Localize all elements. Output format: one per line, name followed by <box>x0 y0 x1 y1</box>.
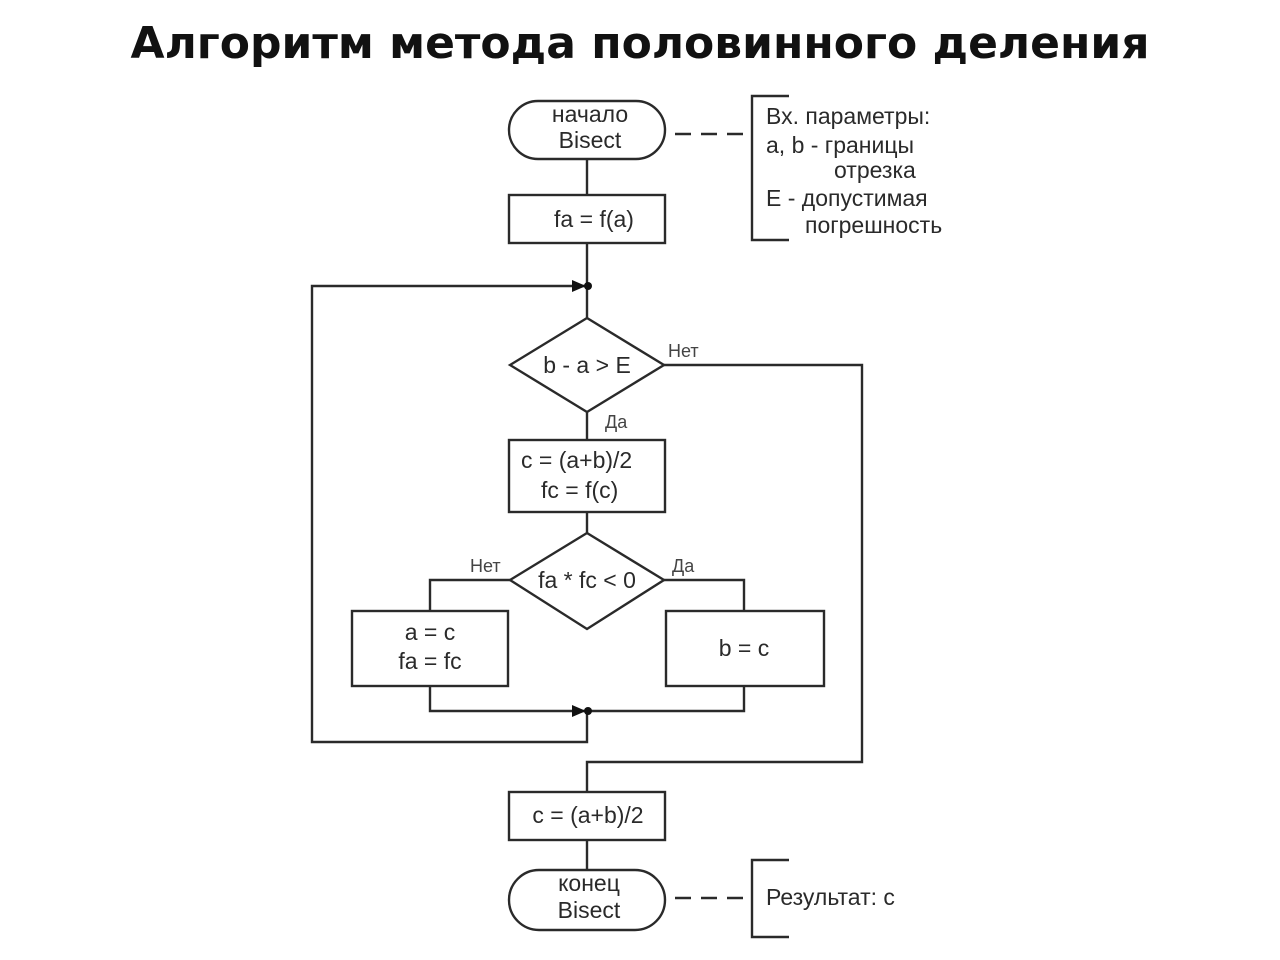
init-process: fa = f(a) <box>507 193 667 245</box>
input-comment: Вх. параметры: a, b - границы отрезка E … <box>675 94 942 242</box>
output-comment-bracket <box>750 858 789 939</box>
connectors <box>310 160 864 870</box>
compute-label-line2: fc = f(c) <box>541 477 618 503</box>
start-terminator: начало Bisect <box>507 99 667 161</box>
end-terminator: конец Bisect <box>507 868 667 932</box>
condition-no-label: Нет <box>668 341 699 361</box>
end-label-line1: конец <box>558 870 620 896</box>
condition-label: b - a > E <box>543 352 631 378</box>
sign-check-decision: fa * fc < 0 <box>507 531 667 631</box>
final-label: c = (a+b)/2 <box>532 802 643 828</box>
start-label-line2: Bisect <box>559 127 622 153</box>
condition-decision: b - a > E <box>507 316 667 414</box>
start-label-line1: начало <box>552 101 628 127</box>
compute-process: c = (a+b)/2 fc = f(c) <box>507 438 667 514</box>
connector-loop-back <box>310 284 589 744</box>
sign-yes-label: Да <box>672 556 695 576</box>
sign-no-label: Нет <box>470 556 501 576</box>
condition-yes-label: Да <box>605 412 628 432</box>
input-comment-line1: Вх. параметры: <box>766 103 930 129</box>
slide-title: Алгоритм метода половинного деления <box>130 18 1150 69</box>
input-comment-bracket <box>750 94 789 242</box>
connector-sign-no-branch <box>428 578 511 611</box>
branch-yes-process: b = c <box>664 609 826 688</box>
output-comment-text: Результат: с <box>766 884 895 910</box>
sign-check-label: fa * fc < 0 <box>538 567 636 593</box>
connector-branch-yes-merge <box>587 686 746 713</box>
junction-dot-icon <box>584 282 592 290</box>
final-process: c = (a+b)/2 <box>507 790 667 842</box>
compute-label-line1: c = (a+b)/2 <box>521 447 632 473</box>
branch-no-label-line1: a = c <box>405 619 456 645</box>
merge-arrow-icon <box>572 705 586 717</box>
merge-point-bottom <box>572 705 592 717</box>
end-label-line2: Bisect <box>558 897 621 923</box>
branch-no-label-line2: fa = fc <box>398 648 461 674</box>
input-comment-line4: E - допустимая <box>766 185 928 211</box>
input-comment-line3: отрезка <box>834 157 916 183</box>
branch-yes-label: b = c <box>719 635 770 661</box>
junction-dot-icon <box>584 707 592 715</box>
input-comment-line5: погрешность <box>805 212 942 238</box>
input-comment-line2: a, b - границы <box>766 132 914 158</box>
connector-sign-yes-branch <box>664 578 746 611</box>
merge-arrow-icon <box>572 280 586 292</box>
output-comment: Результат: с <box>675 858 895 939</box>
connector-branch-no-merge <box>428 686 587 713</box>
connector-condition-exit <box>585 363 864 792</box>
branch-no-process: a = c fa = fc <box>350 609 510 688</box>
init-label: fa = f(a) <box>554 206 634 232</box>
merge-point-top <box>572 280 592 292</box>
